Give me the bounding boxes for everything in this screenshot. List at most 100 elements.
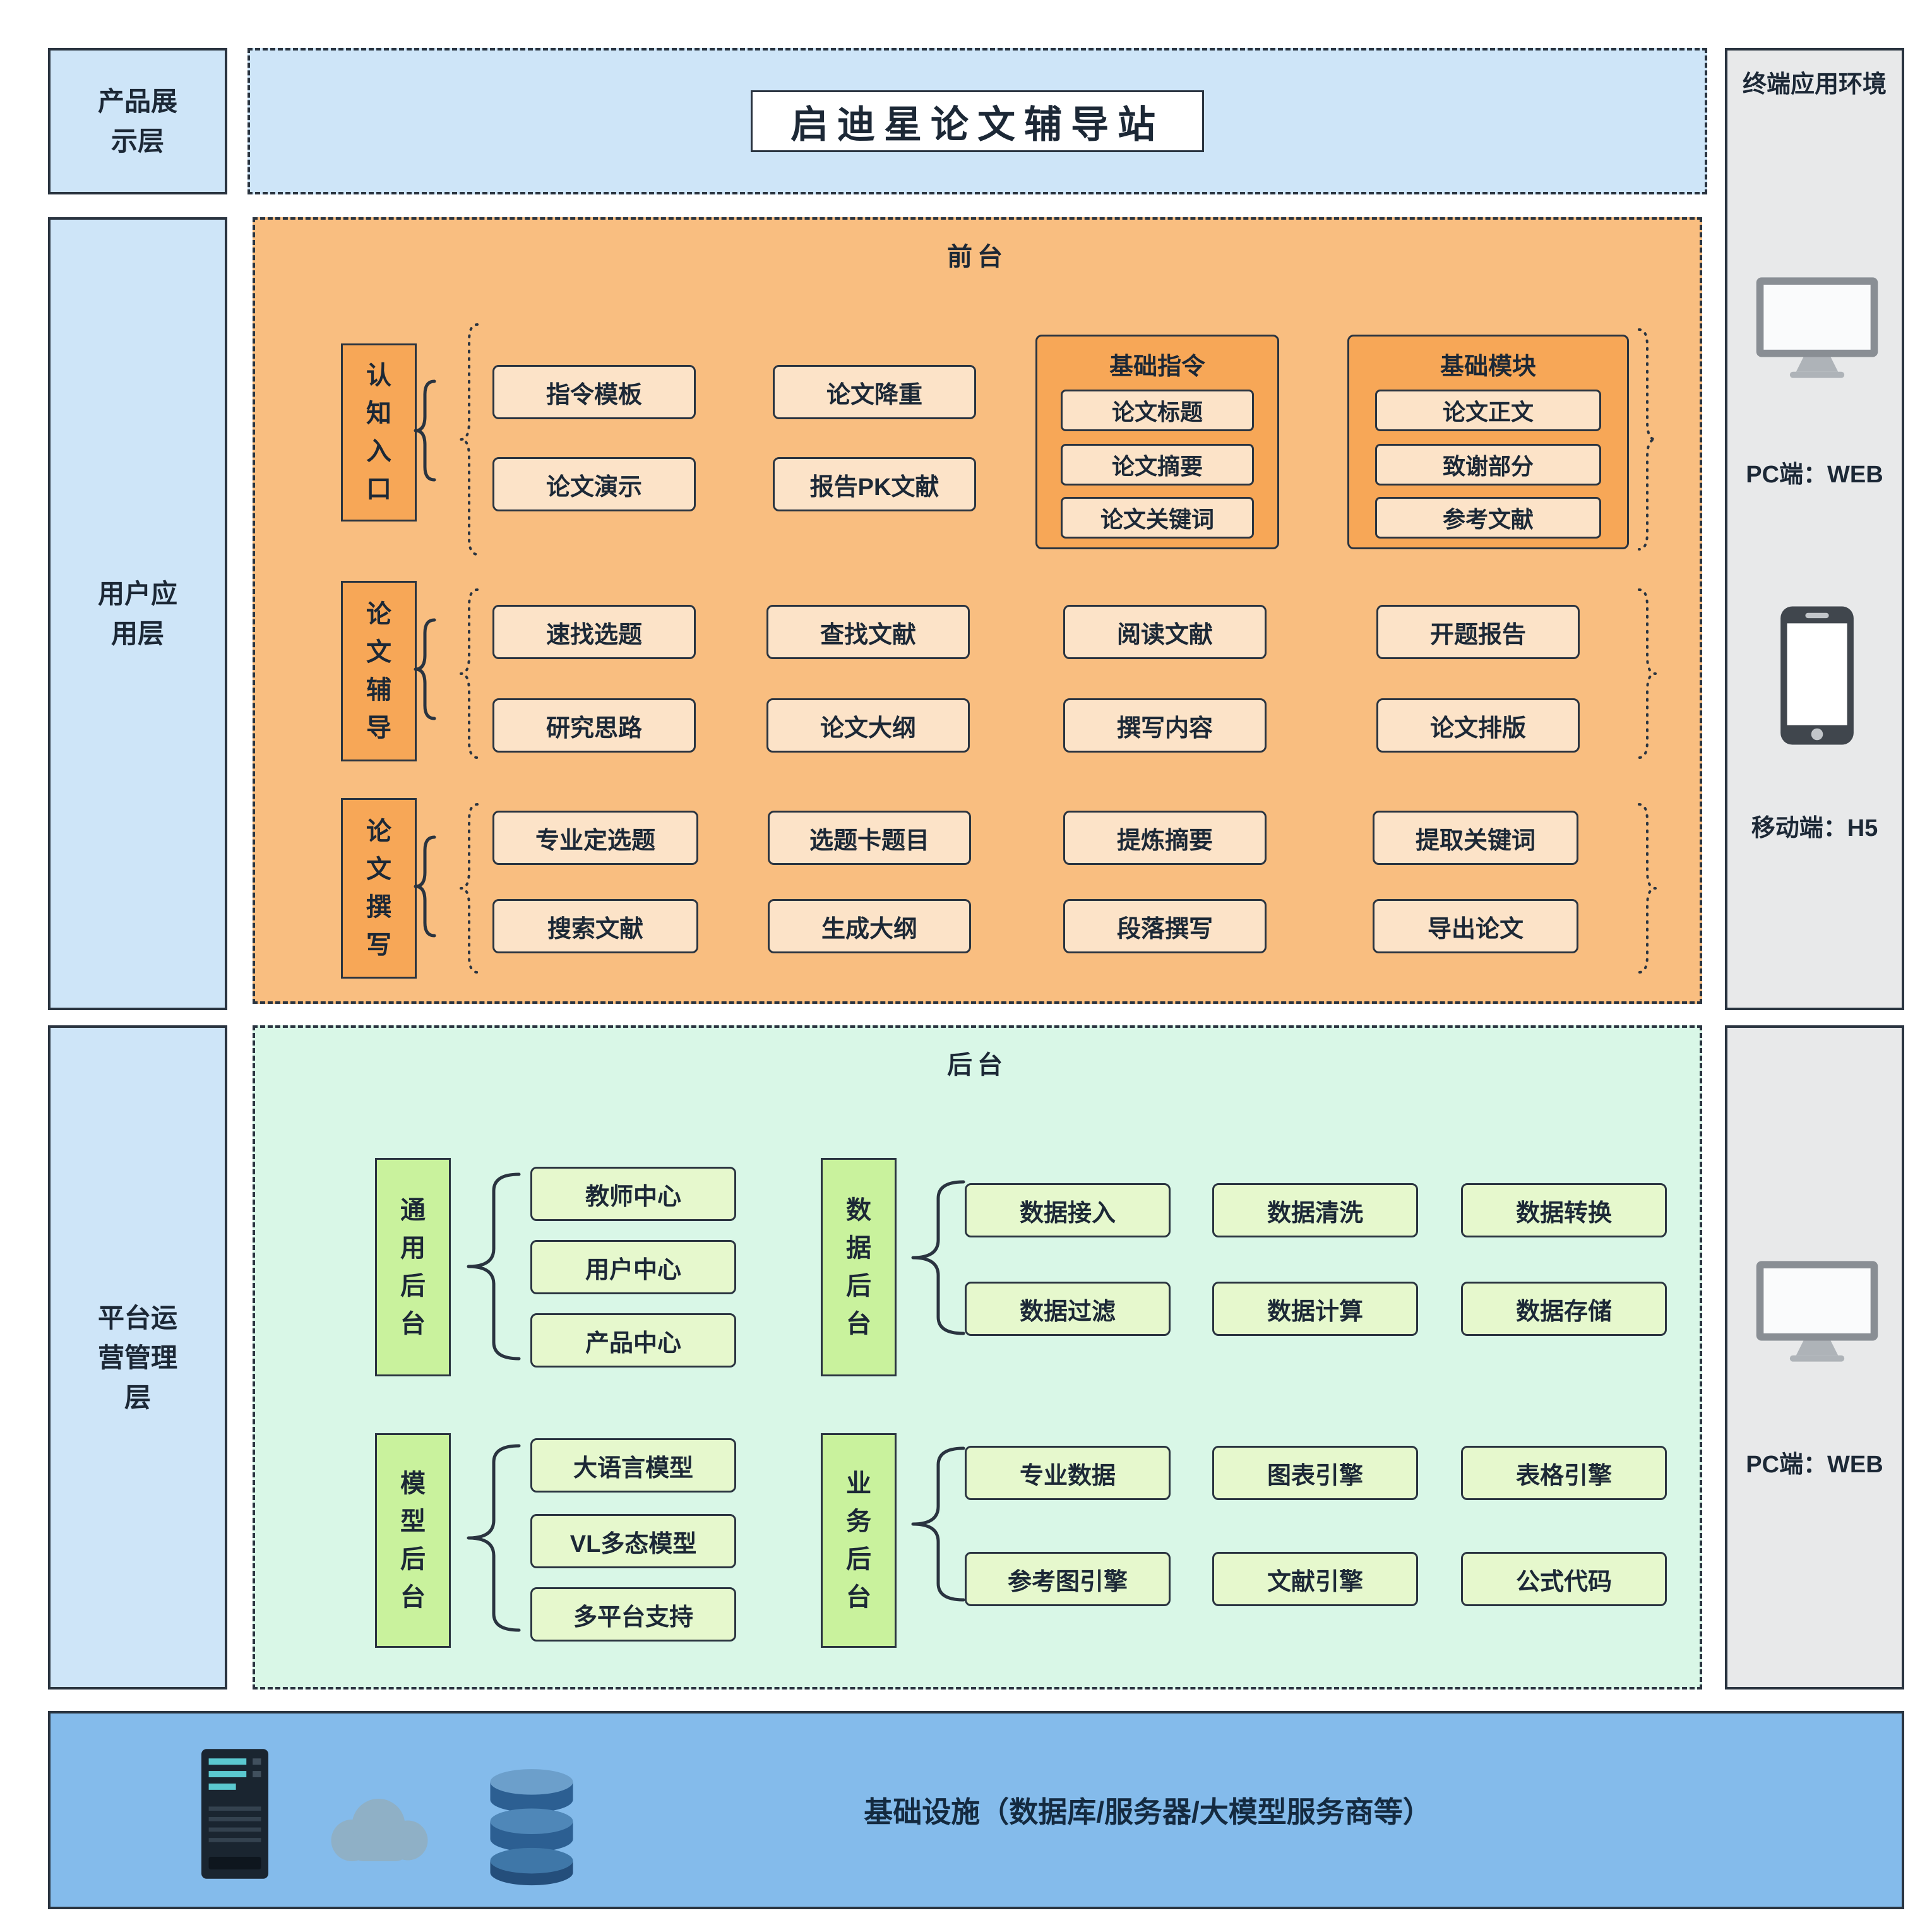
backend-title: 后台 [947, 1051, 1008, 1079]
curly-brace [911, 1446, 965, 1602]
backend-item: 数据转换 [1461, 1183, 1667, 1237]
layer-label: 平台运营管理层 [97, 1302, 177, 1412]
backend-item: 文献引擎 [1212, 1552, 1418, 1606]
layer-label: 产品展示层 [97, 86, 177, 156]
vertical-label-text: 通用后台 [400, 1196, 426, 1338]
layer-platform-operation: 平台运营管理层 [48, 1025, 227, 1690]
frontend-item: 论文降重 [773, 365, 976, 419]
frontend-item: 查找文献 [766, 605, 970, 659]
dotted-curly-brace-left [460, 323, 479, 556]
backend-item: 数据接入 [965, 1183, 1171, 1237]
group-title: 基础模块 [1440, 354, 1536, 380]
server-icon [201, 1749, 269, 1879]
backend-item: 数据清洗 [1212, 1183, 1418, 1237]
frontend-item: 导出论文 [1373, 899, 1578, 953]
frontend-title: 前台 [947, 243, 1008, 271]
frontend-group-basic-modules: 基础模块 论文正文 致谢部分 参考文献 [1347, 335, 1629, 549]
mobile-h5-label: 移动端：H5 [1751, 815, 1878, 842]
backend-item: 专业数据 [965, 1446, 1171, 1500]
frontend-item: 提炼摘要 [1063, 811, 1267, 865]
frontend-item: 论文摘要 [1061, 444, 1254, 486]
backend-item: 图表引擎 [1212, 1446, 1418, 1500]
frontend-item: 选题卡题目 [768, 811, 971, 865]
curly-brace [414, 618, 436, 720]
backend-item: VL多态模型 [530, 1514, 736, 1568]
backend-item: 数据存储 [1461, 1282, 1667, 1336]
monitor-icon [1756, 277, 1878, 378]
backend-item: 参考图引擎 [965, 1552, 1171, 1606]
cloud-icon [331, 1799, 428, 1861]
frontend-item: 论文关键词 [1061, 497, 1254, 539]
backend-business-label: 业务后台 [821, 1433, 897, 1648]
vertical-label-text: 数据后台 [846, 1196, 871, 1338]
pc-web-label: PC端：WEB [1746, 1451, 1883, 1478]
frontend-item: 致谢部分 [1375, 444, 1601, 486]
terminal-env-title: 终端应用环境 [1742, 71, 1887, 98]
frontend-row2-label: 论文辅导 [341, 581, 417, 761]
frontend-row3-label: 论文撰写 [341, 798, 417, 979]
frontend-group-basic-commands: 基础指令 论文标题 论文摘要 论文关键词 [1035, 335, 1279, 549]
vertical-label-text: 模型后台 [400, 1470, 426, 1611]
curly-brace [414, 835, 436, 938]
vertical-label-text: 论文撰写 [366, 818, 391, 959]
product-title-text: 启迪星论文辅导站 [790, 103, 1164, 146]
backend-data-label: 数据后台 [821, 1158, 897, 1376]
layer-product-display: 产品展示层 [48, 48, 227, 194]
dotted-curly-brace-right [1638, 588, 1657, 759]
backend-item: 大语言模型 [530, 1438, 736, 1493]
frontend-item: 阅读文献 [1063, 605, 1267, 659]
frontend-item: 论文标题 [1061, 390, 1254, 431]
curly-brace [467, 1444, 521, 1632]
dotted-curly-brace-left [460, 803, 479, 974]
terminal-pc-panel: PC端：WEB [1725, 1025, 1904, 1690]
frontend-item: 速找选题 [492, 605, 696, 659]
frontend-item: 报告PK文献 [773, 457, 976, 511]
frontend-item: 参考文献 [1375, 497, 1601, 539]
backend-panel: 后台 通用后台 教师中心 用户中心 产品中心 数据后台 数据接入 数据清洗 数据… [253, 1025, 1702, 1690]
backend-item: 多平台支持 [530, 1587, 736, 1642]
pc-web-label: PC端：WEB [1746, 462, 1883, 488]
frontend-item: 搜索文献 [492, 899, 698, 953]
product-display-band: 启迪星论文辅导站 [247, 48, 1707, 194]
backend-item: 教师中心 [530, 1167, 736, 1221]
vertical-label-text: 认知入口 [366, 362, 391, 503]
infrastructure-label: 基础设施（数据库/服务器/大模型服务商等） [864, 1796, 1432, 1828]
curly-brace [911, 1180, 965, 1335]
backend-model-label: 模型后台 [375, 1433, 451, 1648]
frontend-item: 生成大纲 [768, 899, 971, 953]
frontend-item: 专业定选题 [492, 811, 698, 865]
product-title: 启迪星论文辅导站 [751, 90, 1204, 152]
frontend-item: 段落撰写 [1063, 899, 1267, 953]
infrastructure-bar: 基础设施（数据库/服务器/大模型服务商等） [48, 1711, 1904, 1909]
frontend-item: 提取关键词 [1373, 811, 1578, 865]
backend-item: 用户中心 [530, 1240, 736, 1294]
vertical-label-text: 业务后台 [846, 1470, 871, 1611]
group-title: 基础指令 [1109, 354, 1205, 380]
database-icon [490, 1769, 573, 1886]
frontend-item: 论文大纲 [766, 698, 970, 753]
curly-brace [414, 379, 436, 482]
frontend-panel: 前台 认知入口 指令模板 论文演示 论文降重 报告PK文献 基础指令 论文标题 … [253, 217, 1702, 1004]
frontend-item: 论文排版 [1376, 698, 1580, 753]
backend-item: 公式代码 [1461, 1552, 1667, 1606]
frontend-item: 论文演示 [492, 457, 696, 511]
backend-item: 数据过滤 [965, 1282, 1171, 1336]
frontend-item: 开题报告 [1376, 605, 1580, 659]
terminal-env-panel: 终端应用环境 PC端：WEB 移动端：H5 [1725, 48, 1904, 1010]
dotted-curly-brace-right [1638, 328, 1657, 551]
smartphone-icon [1780, 606, 1854, 745]
frontend-row1-label: 认知入口 [341, 343, 417, 521]
backend-item: 表格引擎 [1461, 1446, 1667, 1500]
backend-item: 产品中心 [530, 1313, 736, 1368]
frontend-item: 撰写内容 [1063, 698, 1267, 753]
vertical-label-text: 论文辅导 [366, 600, 391, 742]
dotted-curly-brace-left [460, 588, 479, 759]
backend-general-label: 通用后台 [375, 1158, 451, 1376]
backend-item: 数据计算 [1212, 1282, 1418, 1336]
dotted-curly-brace-right [1638, 803, 1657, 974]
layer-label: 用户应用层 [97, 579, 177, 648]
frontend-item: 论文正文 [1375, 390, 1601, 431]
frontend-item: 指令模板 [492, 365, 696, 419]
curly-brace [467, 1172, 521, 1361]
